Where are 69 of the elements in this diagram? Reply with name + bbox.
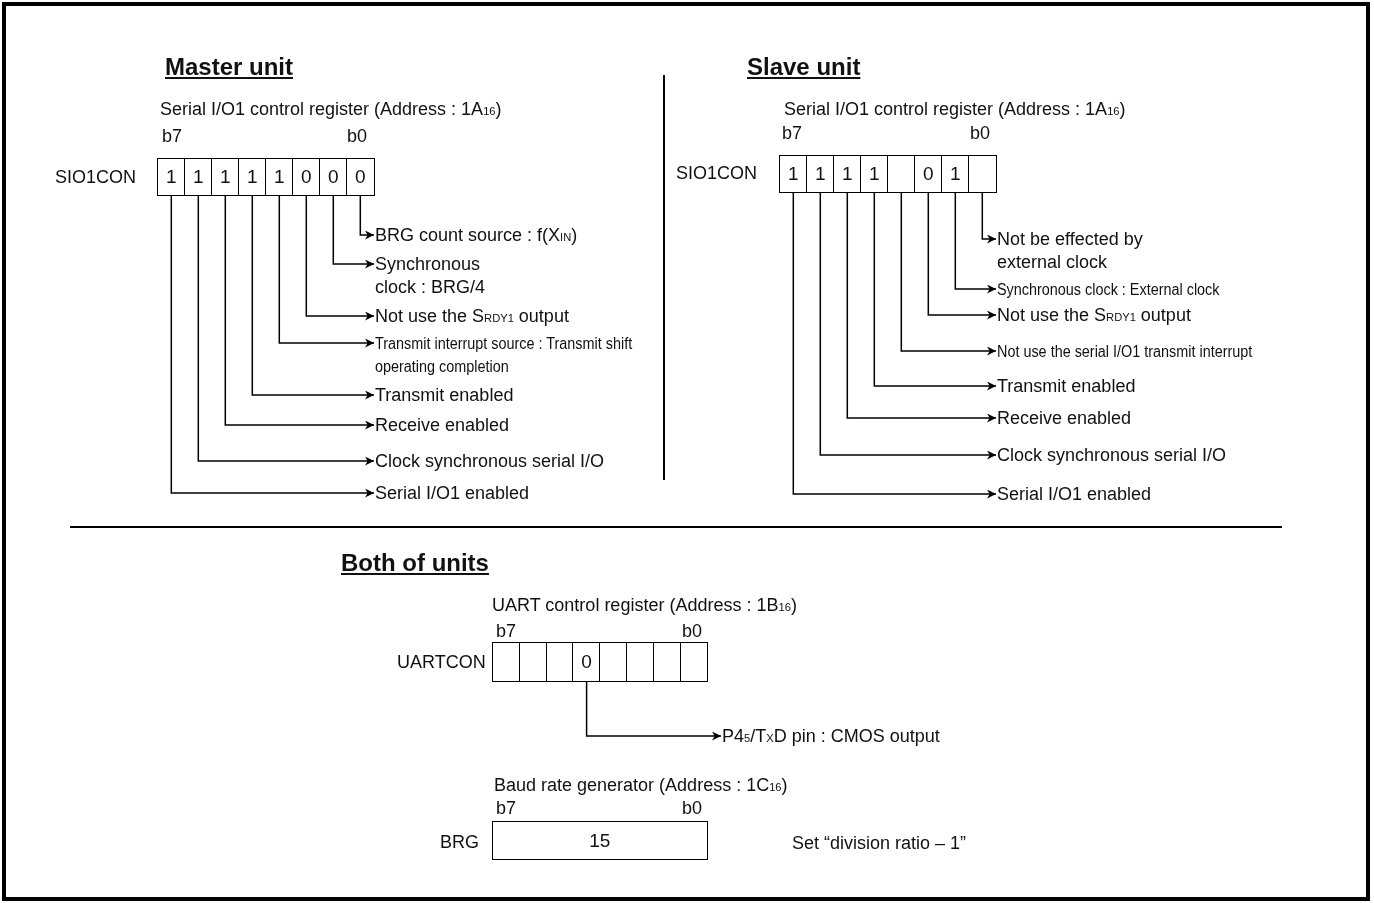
register-name: UARTCON — [397, 651, 486, 673]
bit-description: Serial I/O1 enabled — [375, 482, 530, 505]
note-text: Set “division ratio – 1” — [792, 832, 967, 854]
bit-description: Not use the serial I/O1 transmit interrupt — [997, 340, 1253, 363]
register-bit-cell: 1 — [184, 158, 213, 196]
register-bit-cell: 1 — [157, 158, 186, 196]
bit-description: Serial I/O1 enabled — [997, 483, 1152, 506]
bit-description: Transmit enabled — [997, 375, 1136, 398]
empty-bit-cell — [626, 642, 655, 682]
arrow — [359, 195, 375, 240]
bit-description: Transmit interrupt source : Transmit shift operating completion — [375, 332, 636, 378]
arrow — [819, 192, 997, 460]
register-name: SIO1CON — [676, 162, 758, 184]
section-heading: Master unit — [165, 53, 293, 81]
register-bit-cell: 1 — [211, 158, 240, 196]
bit-number-label: b0 — [347, 125, 368, 147]
bit-number-label: b0 — [970, 122, 991, 144]
bit-number-label: b0 — [682, 797, 703, 819]
register-bit-cell: 0 — [914, 155, 943, 193]
register-bit-cell: 1 — [806, 155, 835, 193]
arrow — [873, 192, 997, 391]
register-bit-cell: 0 — [292, 158, 321, 196]
arrow — [792, 192, 997, 499]
arrow — [846, 192, 997, 423]
register-name: BRG — [440, 831, 479, 853]
arrow — [981, 192, 997, 244]
register-bit-cell: 1 — [941, 155, 970, 193]
arrow — [224, 195, 375, 430]
register-bit-cell: 0 — [346, 158, 375, 196]
register-value-box: 15 — [492, 821, 708, 860]
register-bit-cell: 0 — [572, 642, 601, 682]
register-name: SIO1CON — [55, 166, 137, 188]
empty-bit-cell — [968, 155, 997, 193]
bit-number-label: b7 — [162, 125, 183, 147]
register-bit-cell: 1 — [860, 155, 889, 193]
register-bit-cell: 0 — [319, 158, 348, 196]
arrow — [927, 192, 997, 320]
bit-description: Synchronous clock : BRG/4 — [375, 253, 505, 299]
arrow — [305, 195, 375, 321]
bit-description: Clock synchronous serial I/O — [997, 444, 1227, 467]
arrow — [170, 195, 375, 498]
arrow — [954, 192, 997, 294]
empty-bit-cell — [887, 155, 916, 193]
register-bit-cell: 1 — [238, 158, 267, 196]
arrow — [900, 192, 997, 356]
section-heading: Slave unit — [747, 53, 861, 81]
register-bit-cell: 1 — [265, 158, 294, 196]
empty-bit-cell — [599, 642, 628, 682]
bit-description: Receive enabled — [375, 414, 510, 437]
arrow — [332, 195, 375, 269]
bit-number-label: b7 — [496, 620, 517, 642]
bit-number-label: b0 — [682, 620, 703, 642]
bit-number-label: b7 — [782, 122, 803, 144]
empty-bit-cell — [545, 642, 574, 682]
arrow — [585, 681, 722, 741]
bit-description: Receive enabled — [997, 407, 1132, 430]
bit-description: Transmit enabled — [375, 384, 514, 407]
arrow — [251, 195, 375, 400]
bit-number-label: b7 — [496, 797, 517, 819]
section-heading: Both of units — [341, 549, 489, 577]
bit-description: Clock synchronous serial I/O — [375, 450, 605, 473]
empty-bit-cell — [679, 642, 708, 682]
empty-bit-cell — [492, 642, 521, 682]
arrow — [197, 195, 375, 466]
register-bit-cell: 1 — [833, 155, 862, 193]
bit-description: Not be effected by external clock — [997, 228, 1177, 274]
arrow — [278, 195, 375, 348]
register-bit-cell: 1 — [779, 155, 808, 193]
bit-description: Synchronous clock : External clock — [997, 278, 1220, 301]
